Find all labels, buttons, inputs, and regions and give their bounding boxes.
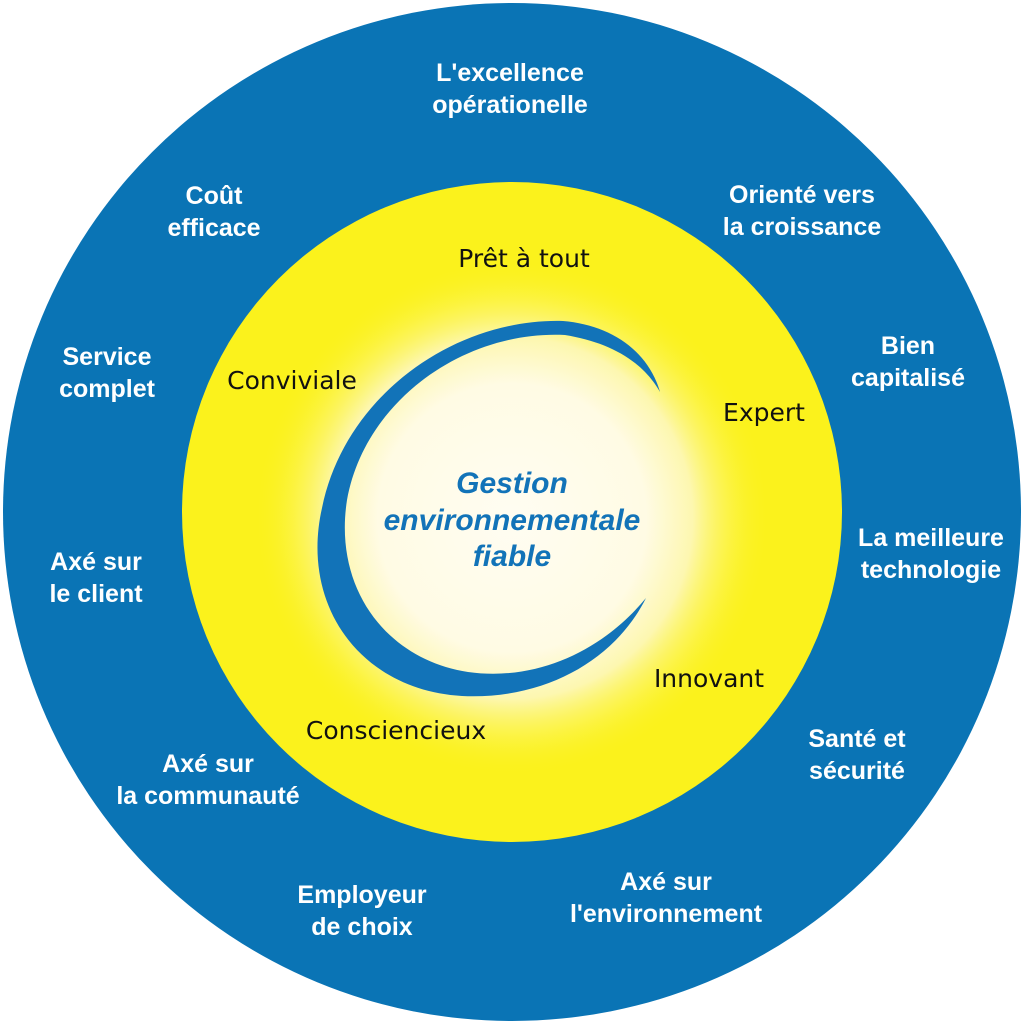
outer-value-capitalized: Bien capitalisé [851, 330, 965, 394]
inner-value-expert: Expert [723, 398, 805, 427]
outer-value-community-line-2: la communauté [116, 782, 300, 810]
outer-value-community: Axé sur la communauté [116, 748, 299, 812]
outer-value-service-line-2: complet [59, 375, 155, 403]
inner-value-conscientious: Consciencieux [305, 716, 487, 745]
outer-value-health-line-2: sécurité [809, 757, 905, 785]
center-title: Gestion environnementale fiable [384, 466, 641, 576]
outer-value-environment-line-1: Axé sur [620, 868, 712, 896]
center-title-line-3: fiable [472, 540, 552, 574]
outer-value-cost: Coût efficace [167, 180, 260, 244]
outer-value-client-line-1: Axé sur [50, 548, 142, 576]
outer-value-cost-line-1: Coût [185, 182, 243, 210]
outer-value-growth: Orienté vers la croissance [723, 179, 881, 243]
outer-value-capitalized-line-2: capitalisé [851, 364, 965, 392]
outer-value-technology: La meilleure technologie [858, 522, 1004, 586]
outer-value-client: Axé sur le client [49, 546, 142, 610]
outer-value-capitalized-line-1: Bien [880, 332, 936, 360]
inner-value-ready: Prêt à tout [458, 244, 590, 273]
outer-value-excellence-line-1: L'excellence [436, 59, 584, 87]
inner-value-innovative: Innovant [653, 664, 765, 693]
outer-value-health: Santé et sécurité [808, 723, 905, 787]
outer-value-environment-line-2: l'environnement [569, 900, 763, 928]
outer-value-environment: Axé sur l'environnement [570, 866, 762, 930]
outer-value-employer-line-2: de choix [311, 913, 413, 941]
outer-value-technology-line-1: La meilleure [858, 524, 1004, 552]
outer-value-excellence-line-2: opérationelle [432, 91, 588, 119]
outer-value-growth-line-2: la croissance [722, 213, 882, 241]
outer-value-employer-line-1: Employeur [297, 881, 427, 909]
outer-value-service: Service complet [59, 341, 155, 405]
outer-value-service-line-1: Service [62, 343, 152, 371]
outer-value-technology-line-2: technologie [860, 556, 1002, 584]
outer-value-cost-line-2: efficace [167, 214, 261, 242]
outer-value-growth-line-1: Orienté vers [729, 181, 875, 209]
center-title-line-1: Gestion [456, 467, 568, 501]
outer-value-community-line-1: Axé sur [162, 750, 254, 778]
outer-value-excellence: L'excellence opérationelle [432, 57, 588, 121]
outer-value-employer: Employeur de choix [297, 879, 426, 943]
inner-value-friendly: Conviviale [227, 366, 357, 395]
center-title-line-2: environnementale [383, 503, 641, 537]
outer-value-health-line-1: Santé et [808, 725, 906, 753]
outer-value-client-line-2: le client [49, 580, 143, 608]
